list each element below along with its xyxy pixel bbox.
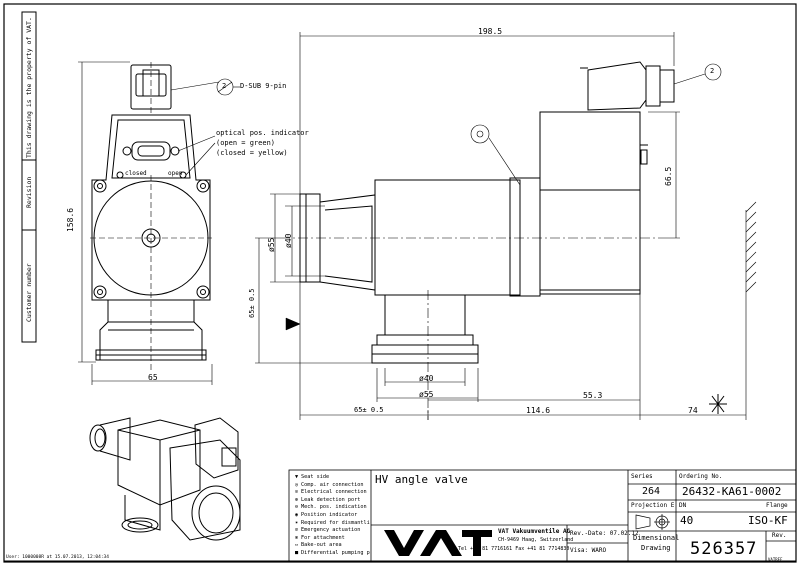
legend-item: ⊕Leak detection port: [292, 497, 370, 505]
legend-text: Leak detection port: [301, 496, 361, 503]
legend-text: Bake-out area: [301, 542, 342, 549]
legend-item: ▼Seat side: [292, 474, 370, 482]
series-value: 264: [642, 486, 661, 497]
dim-55-3: 55.3: [583, 391, 603, 400]
isometric-view: [89, 417, 241, 541]
optical-label-3: (closed = yellow): [216, 149, 288, 157]
ordering-label: Ordering No.: [679, 473, 723, 480]
legend-symbol-icon: ▭: [294, 542, 299, 549]
legend-symbol-icon: ◉: [294, 511, 299, 518]
revision-label: Revision: [25, 176, 33, 208]
callout-2-left: 2: [222, 82, 227, 90]
projection-label: Projection E: [631, 502, 675, 509]
front-view: [90, 62, 212, 370]
legend-text: Emergency actuation: [301, 527, 361, 534]
flange-label: Flange: [766, 502, 788, 509]
dim-65-width: 65: [148, 373, 158, 382]
legend-symbol-icon: ⊙: [294, 489, 299, 496]
dim-158: 158.6: [66, 207, 75, 232]
dsub-label: D-SUB 9-pin: [240, 82, 287, 90]
side-view: [280, 61, 675, 420]
legend-symbol-icon: ▼: [294, 474, 299, 480]
dim-65-bottom: 65± 0.5: [354, 406, 384, 414]
symbol-legend: ▼Seat side◎Comp. air connection⊙Electric…: [292, 474, 370, 558]
legend-text: Position indicator: [301, 511, 358, 518]
legend-text: Mech. pos. indication: [301, 504, 367, 511]
optical-label-2: (open = green): [216, 139, 276, 147]
dn-value: 40: [680, 514, 694, 527]
customer-number-label: Customer number: [25, 263, 33, 322]
drawing-number: 526357: [690, 539, 758, 559]
legend-item: ⊘Emergency actuation: [292, 527, 370, 535]
dim-phi55-bottom: ø55: [419, 390, 434, 399]
legend-text: Required for dismantling: [301, 519, 370, 526]
legend-text: For attachment: [301, 534, 345, 541]
closed-label: closed: [125, 170, 147, 177]
dismantle-star-icon: [709, 394, 727, 414]
legend-symbol-icon: ⊘: [294, 527, 299, 534]
legend-symbol-icon: ⊕: [294, 496, 299, 503]
legend-item: ▭Bake-out area: [292, 542, 370, 550]
dim-66: 66.5: [664, 166, 673, 186]
dim-74: 74: [688, 406, 698, 415]
dim-phi55: ø55: [267, 237, 276, 252]
open-label: open: [168, 170, 183, 177]
flange-value: ISO-KF: [748, 514, 788, 527]
dim-114: 114.6: [526, 406, 551, 415]
legend-symbol-icon: ◎: [294, 481, 299, 488]
legend-text: Electrical connection: [301, 489, 367, 496]
rev-label: Rev.: [772, 532, 787, 539]
footer-ref: VATREF: [768, 557, 783, 562]
legend-symbol-icon: ✶: [294, 519, 299, 526]
dimensional-label: Dimensional: [633, 534, 680, 542]
projection-icon: [635, 514, 670, 530]
series-label: Series: [631, 473, 653, 480]
legend-item: ◉Position indicator: [292, 512, 370, 520]
legend-symbol-icon: ■: [294, 549, 299, 556]
dim-phi40-bottom: ø40: [419, 374, 434, 383]
company-phone: Tel +41 81 7716161 Fax +41 81 7714830: [458, 546, 570, 552]
legend-symbol-icon: ⊗: [294, 534, 299, 541]
ordering-value: 26432-KA61-0002: [682, 485, 782, 498]
legend-item: ◎Comp. air connection: [292, 482, 370, 490]
property-note: This drawing is the property of VAT.: [25, 17, 33, 158]
legend-item: ✶Required for dismantling: [292, 520, 370, 528]
vat-logo: [384, 530, 492, 556]
rev-date: Rev.-Date: 07.02.12: [570, 530, 639, 537]
legend-text: Differential pumping port: [301, 549, 370, 556]
company-address: CH-9469 Haag, Switzerland: [498, 537, 574, 543]
dim-phi40: ø40: [284, 233, 293, 248]
title-block: [288, 469, 797, 562]
dim-198: 198.5: [478, 27, 503, 36]
legend-symbol-icon: ⊖: [294, 504, 299, 511]
callout-2-right: 2: [710, 67, 715, 75]
legend-item: ⊙Electrical connection: [292, 489, 370, 497]
legend-item: ⊗For attachment: [292, 535, 370, 543]
seat-side-icon: [285, 317, 301, 331]
drawing-label: Drawing: [641, 544, 671, 552]
visa: Visa: WARO: [570, 547, 607, 554]
legend-text: Seat side: [301, 474, 330, 480]
legend-text: Comp. air connection: [301, 481, 364, 488]
legend-item: ⊖Mech. pos. indication: [292, 504, 370, 512]
drawing-title: HV angle valve: [375, 473, 468, 486]
dn-label: DN: [679, 502, 687, 509]
dim-65-height: 65± 0.5: [248, 288, 256, 318]
company-name: VAT Vakuumventile AG: [498, 528, 571, 535]
footer-user: User: 1000008R at 15.07.2013, 12:04:34: [6, 555, 109, 560]
optical-label-1: optical pos. indicator: [216, 129, 309, 137]
legend-item: ■Differential pumping port: [292, 550, 370, 558]
